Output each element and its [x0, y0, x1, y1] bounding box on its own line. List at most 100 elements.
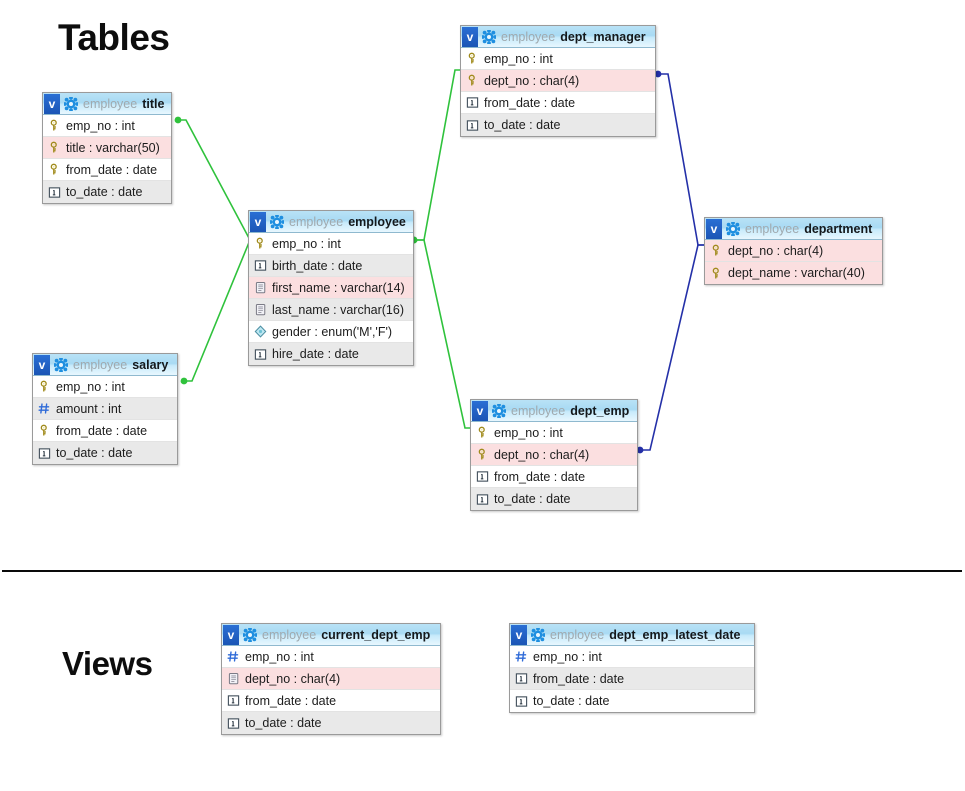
entity-name-label: title — [142, 96, 165, 111]
column-row[interactable]: to_date : date — [33, 442, 177, 464]
key-icon — [50, 119, 57, 131]
key-icon — [468, 52, 475, 64]
column-label: from_date : date — [245, 693, 337, 708]
column-row[interactable]: to_date : date — [43, 181, 171, 203]
column-label: from_date : date — [484, 95, 576, 110]
column-row[interactable]: to_date : date — [471, 488, 637, 510]
view-badge-icon: v — [223, 624, 239, 645]
column-row[interactable]: from_date : date — [33, 420, 177, 442]
column-row[interactable]: amount : int — [33, 398, 177, 420]
column-row[interactable]: emp_no : int — [43, 115, 171, 137]
date-icon — [254, 260, 267, 271]
relation-dept_manager-department[interactable] — [654, 70, 708, 250]
key-icon — [40, 424, 47, 436]
column-row[interactable]: emp_no : int — [471, 422, 637, 444]
column-row[interactable]: dept_no : char(4) — [705, 240, 882, 262]
date-icon — [254, 348, 267, 360]
relation-salary-employee[interactable] — [180, 235, 259, 385]
text-icon — [255, 303, 266, 316]
date-icon — [466, 97, 479, 108]
entity-schema-label: employee — [289, 214, 344, 229]
column-row[interactable]: dept_no : char(4) — [471, 444, 637, 466]
enum-icon — [254, 325, 267, 338]
view-badge-icon: v — [511, 624, 527, 645]
key-icon — [256, 237, 263, 249]
entity-schema-label: employee — [501, 29, 556, 44]
number-icon — [227, 651, 239, 662]
column-row[interactable]: from_date : date — [222, 690, 440, 712]
column-row[interactable]: dept_name : varchar(40) — [705, 262, 882, 284]
number-icon — [38, 403, 50, 414]
relation-employee-dept_manager[interactable] — [410, 65, 464, 244]
section-title-views: Views — [62, 645, 153, 682]
view-badge-icon: v — [250, 211, 266, 232]
section-title-tables: Tables — [58, 17, 170, 58]
column-label: first_name : varchar(14) — [272, 280, 405, 295]
column-row[interactable]: to_date : date — [461, 114, 655, 136]
key-icon — [478, 426, 485, 438]
entity-name-label: dept_emp — [570, 403, 630, 418]
key-icon — [712, 267, 719, 279]
date-icon — [38, 447, 51, 459]
column-label: title : varchar(50) — [66, 140, 160, 155]
column-label: to_date : date — [245, 716, 322, 730]
column-row[interactable]: from_date : date — [471, 466, 637, 488]
column-row[interactable]: last_name : varchar(16) — [249, 299, 413, 321]
column-row[interactable]: emp_no : int — [510, 646, 754, 668]
column-row[interactable]: emp_no : int — [222, 646, 440, 668]
column-row[interactable]: dept_no : char(4) — [461, 70, 655, 92]
gear-icon — [492, 403, 506, 418]
relation-endpoint-dot — [174, 116, 182, 124]
column-row[interactable]: emp_no : int — [461, 48, 655, 70]
column-row[interactable]: title : varchar(50) — [43, 137, 171, 159]
column-row[interactable]: birth_date : date — [249, 255, 413, 277]
column-row[interactable]: from_date : date — [43, 159, 171, 181]
column-row[interactable]: dept_no : char(4) — [222, 668, 440, 690]
gear-icon — [726, 221, 740, 236]
column-row[interactable]: emp_no : int — [33, 376, 177, 398]
entity-name-label: department — [804, 221, 873, 236]
view-badge-icon: v — [706, 218, 722, 239]
relation-title-employee[interactable] — [174, 116, 259, 245]
date-icon — [515, 673, 528, 684]
relation-employee-dept_emp[interactable] — [410, 236, 474, 433]
column-label: to_date : date — [533, 694, 610, 708]
column-row[interactable]: from_date : date — [461, 92, 655, 114]
column-label: from_date : date — [533, 671, 625, 686]
date-icon — [515, 695, 528, 707]
relation-dept_emp-department[interactable] — [636, 240, 708, 454]
column-label: amount : int — [56, 401, 122, 416]
column-row[interactable]: gender : enum('M','F') — [249, 321, 413, 343]
column-row[interactable]: emp_no : int — [249, 233, 413, 255]
column-label: emp_no : int — [245, 649, 314, 664]
column-label: emp_no : int — [66, 118, 135, 133]
column-row[interactable]: to_date : date — [510, 690, 754, 712]
column-label: dept_name : varchar(40) — [728, 266, 865, 280]
column-label: dept_no : char(4) — [245, 671, 341, 686]
column-row[interactable]: from_date : date — [510, 668, 754, 690]
column-label: emp_no : int — [533, 649, 602, 664]
view-badge-icon: v — [34, 354, 50, 375]
column-row[interactable]: to_date : date — [222, 712, 440, 734]
column-row[interactable]: hire_date : date — [249, 343, 413, 365]
column-row[interactable]: first_name : varchar(14) — [249, 277, 413, 299]
